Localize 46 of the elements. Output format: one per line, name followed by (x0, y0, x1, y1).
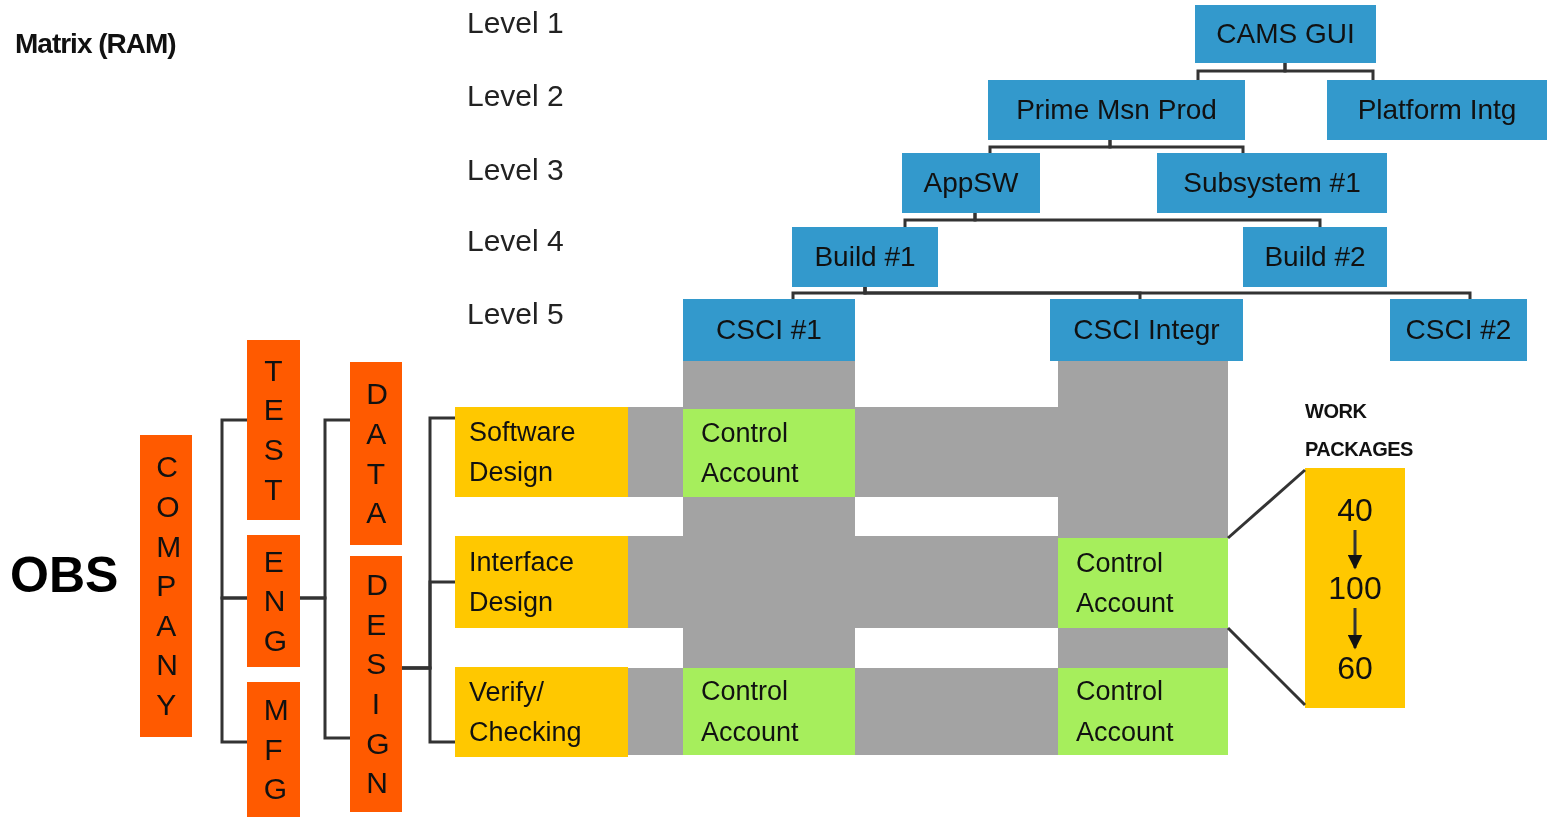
connector-line (973, 213, 1322, 227)
obs-box: DESIGN (350, 556, 402, 812)
obs-box: ENG (247, 535, 300, 667)
connector-line (220, 418, 247, 600)
control-account-box: Control Account (683, 409, 855, 497)
arrow (1347, 608, 1363, 650)
connector-line (1227, 468, 1306, 540)
wbs-box: Build #2 (1243, 227, 1387, 287)
wbs-box: Platform Intg (1327, 80, 1547, 140)
connector-line (220, 596, 247, 744)
level-label: Level 4 (467, 224, 564, 258)
connector-line (300, 596, 350, 740)
level-label: Level 1 (467, 6, 564, 40)
level-label: Level 3 (467, 153, 564, 187)
wbs-box: CSCI #1 (683, 299, 855, 361)
wbs-box: CSCI #2 (1390, 299, 1527, 361)
work-package-number: 100 (1310, 568, 1400, 608)
heading-text: Matrix (RAM) (15, 28, 176, 60)
connector-line (1283, 63, 1375, 80)
function-box: Software Design (455, 407, 628, 497)
connector-line (1226, 626, 1307, 707)
wbs-box: CAMS GUI (1195, 5, 1376, 63)
connector-line (1108, 140, 1245, 153)
obs-box: MFG (247, 682, 300, 817)
control-account-box: Control Account (683, 668, 855, 755)
wbs-box: CSCI Integr (1050, 299, 1243, 361)
function-box: Verify/ Checking (455, 667, 628, 757)
wbs-box: Build #1 (792, 227, 938, 287)
level-label: Level 5 (467, 297, 564, 331)
obs-box: DATA (350, 362, 402, 545)
obs-label: OBS (10, 546, 119, 604)
connector-line (863, 286, 1472, 300)
wbs-box: Subsystem #1 (1157, 153, 1387, 213)
wbs-box: AppSW (902, 153, 1040, 213)
level-label: Level 2 (467, 79, 564, 113)
control-account-box: Control Account (1058, 668, 1228, 755)
work-package-number: 40 (1320, 490, 1390, 530)
obs-box: COMPANY (140, 435, 192, 737)
obs-box: TEST (247, 340, 300, 520)
work-packages-heading: WORK PACKAGES (1305, 399, 1414, 462)
wbs-box: Prime Msn Prod (988, 80, 1245, 140)
work-package-number: 60 (1320, 648, 1390, 688)
control-account-box: Control Account (1058, 538, 1228, 628)
arrow (1347, 530, 1363, 570)
function-box: Interface Design (455, 536, 628, 628)
connector-line (402, 666, 455, 744)
